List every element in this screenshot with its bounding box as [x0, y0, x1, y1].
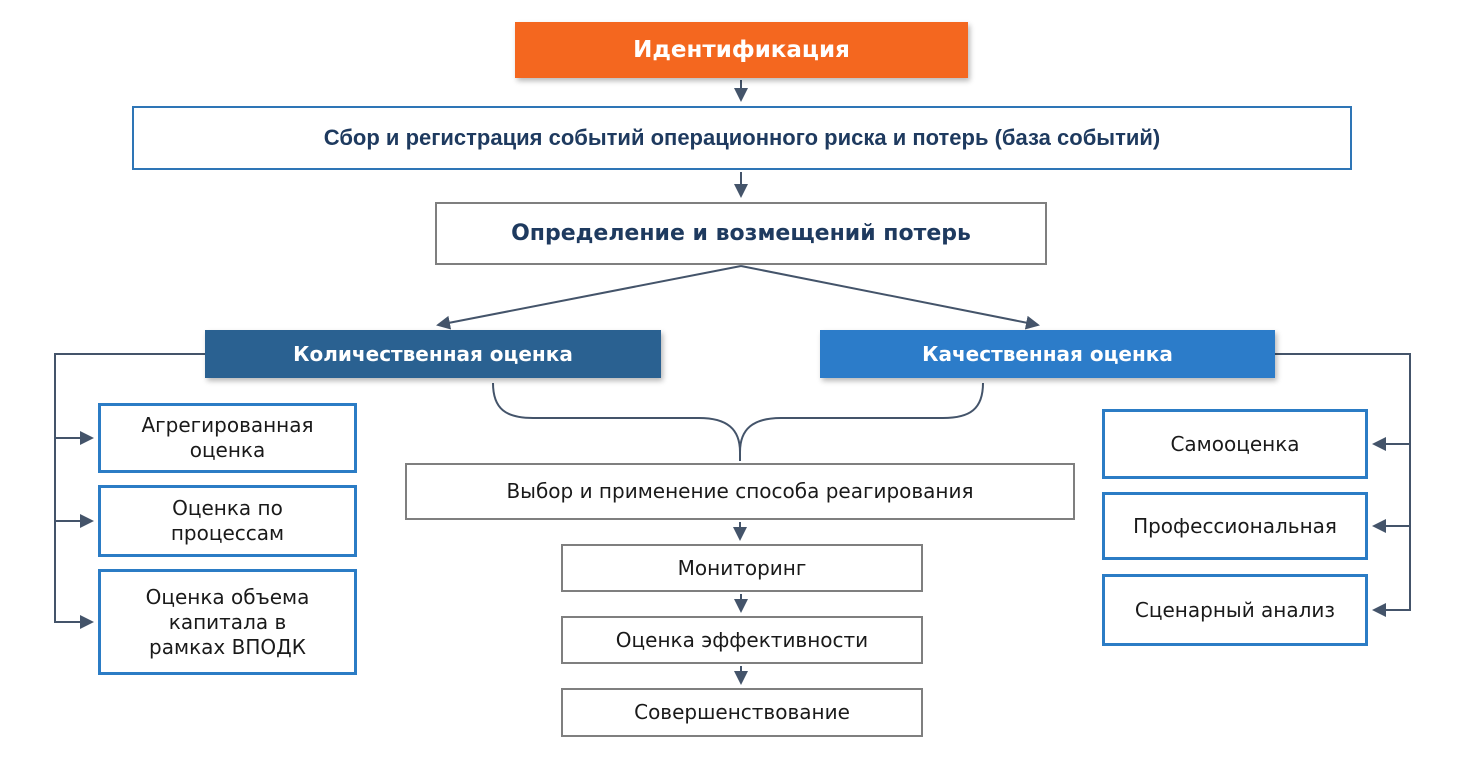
- node-collection: Сбор и регистрация событий операционного…: [132, 106, 1352, 170]
- arrow-determination-to-quantitative: [436, 265, 742, 330]
- node-monitoring: Мониторинг: [561, 544, 923, 592]
- node-effectiveness: Оценка эффективности: [561, 616, 923, 664]
- merge-brace-left: [492, 382, 741, 461]
- node-identification: Идентификация: [515, 22, 968, 78]
- node-qualitative-header: Качественная оценка: [820, 330, 1275, 378]
- node-quantitative-header: Количественная оценка: [205, 330, 661, 378]
- node-response-selection: Выбор и применение способа реагирования: [405, 463, 1075, 520]
- node-scenario-analysis: Сценарный анализ: [1102, 574, 1368, 646]
- node-self-assessment: Самооценка: [1102, 409, 1368, 479]
- node-professional-assessment: Профессиональная: [1102, 492, 1368, 560]
- node-determination: Определение и возмещений потерь: [435, 202, 1047, 265]
- node-improvement: Совершенствование: [561, 688, 923, 737]
- merge-brace-right: [739, 382, 984, 453]
- node-process-assessment: Оценка по процессам: [98, 485, 357, 557]
- arrow-determination-to-qualitative: [740, 265, 1040, 330]
- node-capital-assessment: Оценка объема капитала в рамках ВПОДК: [98, 569, 357, 675]
- quantitative-branch-line: [54, 353, 205, 629]
- node-aggregated-assessment: Агрегированная оценка: [98, 403, 357, 473]
- qualitative-branch-line: [1275, 353, 1411, 617]
